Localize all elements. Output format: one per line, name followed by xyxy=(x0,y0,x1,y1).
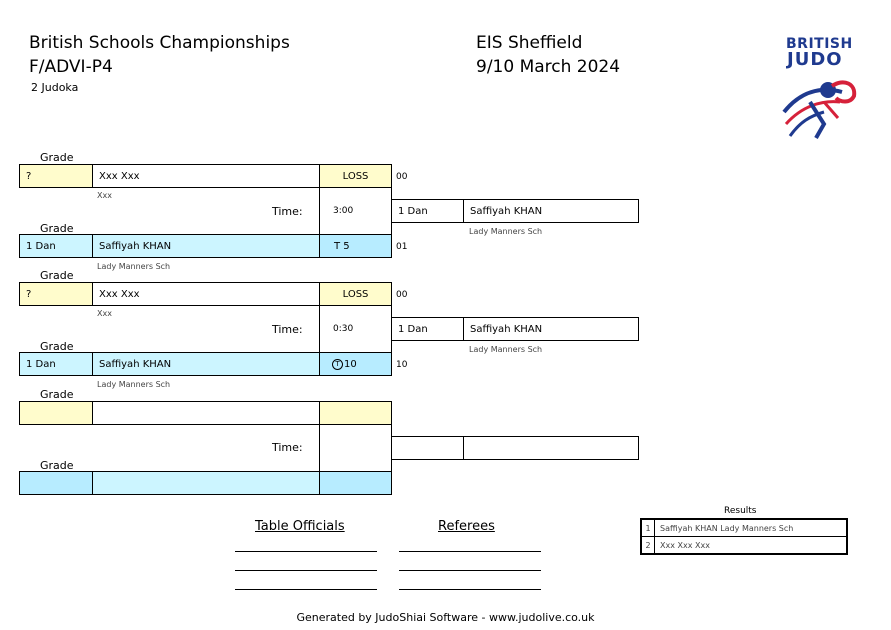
judoka-figure-icon xyxy=(782,80,857,139)
grade-label: Grade xyxy=(40,340,74,353)
blue-result: 10 xyxy=(344,358,357,370)
white-score: 00 xyxy=(396,172,408,182)
winner-grade-empty xyxy=(391,436,464,460)
blue-name: Saffiyah KHAN xyxy=(92,352,320,376)
venue-title: EIS Sheffield xyxy=(476,33,583,53)
white-grade: ? xyxy=(19,164,93,188)
winner-name-empty xyxy=(463,436,639,460)
signature-line xyxy=(235,589,377,590)
category-title: F/ADVI-P4 xyxy=(29,57,113,77)
event-date: 9/10 March 2024 xyxy=(476,57,621,77)
winner-name: Saffiyah KHAN xyxy=(463,317,639,341)
blue-club: Lady Manners Sch xyxy=(97,262,171,271)
blue-result: T 5 xyxy=(319,234,392,258)
judoka-count: 2 Judoka xyxy=(31,81,79,94)
grade-label: Grade xyxy=(40,269,74,282)
grade-label: Grade xyxy=(40,151,74,164)
white-grade-empty xyxy=(19,401,93,425)
grade-label: Grade xyxy=(40,388,74,401)
signature-line xyxy=(399,570,541,571)
blue-club: Lady Manners Sch xyxy=(97,380,171,389)
white-result: LOSS xyxy=(319,164,392,188)
white-club: Xxx xyxy=(97,309,112,318)
time-label: Time: xyxy=(272,323,303,336)
white-name-empty xyxy=(92,401,320,425)
footer-text: Generated by JudoShiai Software - www.ju… xyxy=(296,611,595,624)
blue-name: Saffiyah KHAN xyxy=(92,234,320,258)
signature-line xyxy=(399,589,541,590)
results-entry: Xxx Xxx Xxx xyxy=(660,540,710,550)
blue-grade: 1 Dan xyxy=(19,352,93,376)
blue-name-empty xyxy=(92,471,320,495)
white-result: LOSS xyxy=(319,282,392,306)
grade-label: Grade xyxy=(40,459,74,472)
results-title: Results xyxy=(724,506,757,516)
british-judo-logo: BRITISH JUDO xyxy=(778,34,858,144)
results-row: 2 Xxx Xxx Xxx xyxy=(642,537,846,553)
signature-line xyxy=(399,551,541,552)
blue-score: 01 xyxy=(396,242,408,252)
white-name: Xxx Xxx xyxy=(92,164,320,188)
signature-line xyxy=(235,570,377,571)
winner-grade: 1 Dan xyxy=(391,317,464,341)
event-title: British Schools Championships xyxy=(29,33,290,53)
referees-label: Referees xyxy=(438,519,495,534)
white-club: Xxx xyxy=(97,191,112,200)
white-score: 00 xyxy=(396,290,408,300)
match-time: 3:00 xyxy=(333,206,354,216)
time-label: Time: xyxy=(272,205,303,218)
match-time: 0:30 xyxy=(333,324,354,334)
blue-result-cell: T 10 xyxy=(319,352,392,376)
signature-line xyxy=(235,551,377,552)
results-position: 2 xyxy=(642,537,655,553)
results-table: 1 Saffiyah KHAN Lady Manners Sch 2 Xxx X… xyxy=(640,518,848,555)
white-result-empty xyxy=(319,401,392,425)
results-position: 1 xyxy=(642,520,655,536)
white-name: Xxx Xxx xyxy=(92,282,320,306)
winner-grade: 1 Dan xyxy=(391,199,464,223)
blue-grade-empty xyxy=(19,471,93,495)
white-grade: ? xyxy=(19,282,93,306)
table-officials-label: Table Officials xyxy=(255,519,345,534)
winner-name: Saffiyah KHAN xyxy=(463,199,639,223)
blue-result-empty xyxy=(319,471,392,495)
results-entry: Saffiyah KHAN Lady Manners Sch xyxy=(660,523,794,533)
blue-grade: 1 Dan xyxy=(19,234,93,258)
time-label: Time: xyxy=(272,441,303,454)
ippon-circle-icon: T xyxy=(332,358,343,370)
results-row: 1 Saffiyah KHAN Lady Manners Sch xyxy=(642,520,846,537)
winner-club: Lady Manners Sch xyxy=(469,345,543,354)
logo-text-judo: JUDO xyxy=(787,49,843,70)
logo-text-british: BRITISH xyxy=(786,36,853,52)
winner-club: Lady Manners Sch xyxy=(469,227,543,236)
grade-label: Grade xyxy=(40,222,74,235)
blue-score: 10 xyxy=(396,360,408,370)
